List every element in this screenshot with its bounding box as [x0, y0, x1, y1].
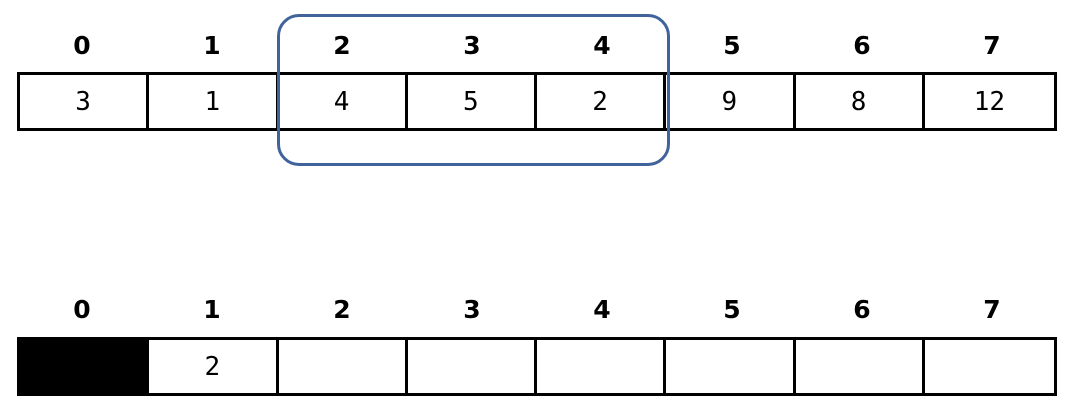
array-cell: 2 [149, 340, 279, 393]
array-cell [407, 340, 537, 393]
index-label: 3 [463, 294, 481, 324]
array-cell: 3 [20, 75, 150, 128]
index-label: 7 [983, 30, 1001, 60]
index-label: 6 [853, 294, 871, 324]
input-array: 3 1 4 5 2 9 8 12 [17, 72, 1057, 131]
array-cell: 1 [149, 75, 279, 128]
array-cell: 9 [666, 75, 796, 128]
output-array: 2 [17, 337, 1057, 396]
array-cell: 4 [278, 75, 408, 128]
array-cell: 12 [924, 75, 1054, 128]
array-cell: 2 [537, 75, 667, 128]
index-label: 7 [983, 294, 1001, 324]
array-cell: 8 [795, 75, 925, 128]
index-label: 1 [203, 30, 221, 60]
index-label: 0 [73, 294, 91, 324]
index-label: 1 [203, 294, 221, 324]
array-cell [795, 340, 925, 393]
index-label: 4 [593, 294, 611, 324]
array-cell [924, 340, 1054, 393]
index-row-input-array: 0 1 2 3 4 5 6 7 [17, 28, 1057, 62]
index-label: 3 [463, 30, 481, 60]
array-cell: 5 [407, 75, 537, 128]
array-cell-filled [20, 340, 150, 393]
array-cell [666, 340, 796, 393]
index-label: 5 [723, 30, 741, 60]
array-cell [537, 340, 667, 393]
array-cell [278, 340, 408, 393]
index-label: 2 [333, 30, 351, 60]
index-label: 0 [73, 30, 91, 60]
index-label: 5 [723, 294, 741, 324]
index-row-output-array: 0 1 2 3 4 5 6 7 [17, 292, 1057, 326]
index-label: 6 [853, 30, 871, 60]
index-label: 2 [333, 294, 351, 324]
index-label: 4 [593, 30, 611, 60]
